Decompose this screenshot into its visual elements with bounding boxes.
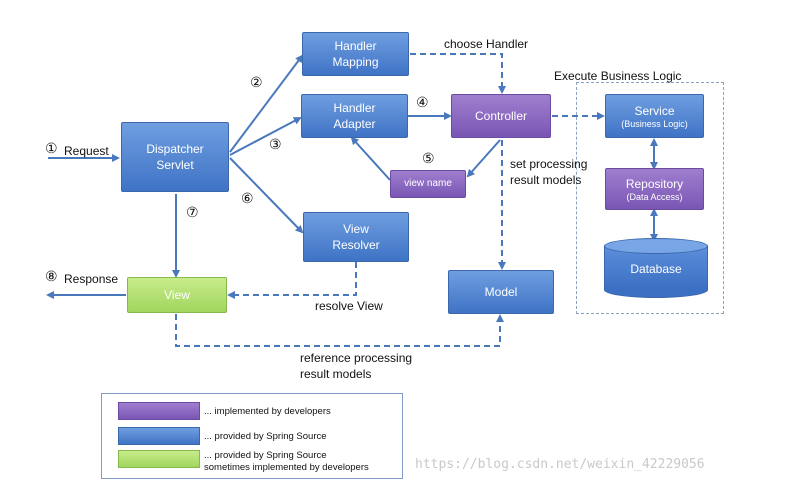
request-label: Request bbox=[64, 144, 109, 158]
legend-developers: ... implemented by developers bbox=[204, 406, 331, 417]
choose-handler-label: choose Handler bbox=[444, 37, 529, 51]
watermark: https://blog.csdn.net/weixin_42229056 bbox=[415, 457, 705, 472]
step-8: ⑧ bbox=[45, 268, 58, 284]
arrow-viewname-adapter bbox=[350, 136, 391, 181]
arrow-controller-viewname bbox=[466, 139, 501, 178]
arrow-view-model bbox=[175, 314, 504, 347]
database-label: Database bbox=[630, 262, 682, 276]
resolve-view-label: resolve View bbox=[315, 299, 383, 313]
handler-adapter-label: Handler Adapter bbox=[333, 101, 376, 131]
view-name-box: view name bbox=[390, 170, 466, 198]
view-box: View bbox=[127, 277, 227, 313]
controller-label: Controller bbox=[474, 109, 528, 123]
model-box: Model bbox=[448, 270, 554, 314]
repository-label: Repository bbox=[625, 176, 684, 191]
view-resolver-box: View Resolver bbox=[303, 212, 409, 262]
model-label: Model bbox=[484, 285, 518, 299]
handler-mapping-label: Handler Mapping bbox=[332, 39, 379, 69]
arrow-mapping-controller bbox=[410, 53, 506, 94]
set-processing-label: set processing result models bbox=[510, 157, 588, 187]
database-cylinder: Database bbox=[604, 238, 708, 298]
repository-sub-label: (Data Access) bbox=[626, 191, 683, 202]
step-6: ⑥ bbox=[241, 190, 254, 206]
arrow-to-view-resolver bbox=[229, 157, 304, 234]
response-label: Response bbox=[64, 272, 119, 286]
step-4: ④ bbox=[416, 94, 429, 110]
business-logic-group bbox=[576, 82, 724, 314]
step-2: ② bbox=[250, 74, 263, 90]
view-resolver-label: View Resolver bbox=[332, 222, 380, 252]
reference-processing-label: reference processing result models bbox=[300, 351, 413, 381]
service-label: Service bbox=[634, 103, 675, 118]
legend-swatch-green bbox=[118, 450, 200, 468]
service-sub-label: (Business Logic) bbox=[621, 118, 688, 129]
handler-mapping-box: Handler Mapping bbox=[302, 32, 409, 76]
legend-swatch-purple bbox=[118, 402, 200, 420]
repository-box: Repository (Data Access) bbox=[605, 168, 704, 210]
step-1: ① bbox=[45, 140, 58, 156]
service-box: Service (Business Logic) bbox=[605, 94, 704, 138]
view-name-label: view name bbox=[404, 178, 452, 189]
step-5: ⑤ bbox=[422, 150, 435, 166]
legend: ... implemented by developers ... provid… bbox=[101, 393, 403, 479]
step-7: ⑦ bbox=[186, 204, 199, 220]
dispatcher-servlet-label: Dispatcher Servlet bbox=[146, 142, 204, 172]
legend-swatch-blue bbox=[118, 427, 200, 445]
arrow-resolver-view bbox=[227, 262, 357, 299]
controller-box: Controller bbox=[451, 94, 551, 138]
handler-adapter-box: Handler Adapter bbox=[301, 94, 408, 138]
legend-spring: ... provided by Spring Source bbox=[204, 431, 327, 442]
legend-spring-dev: ... provided by Spring Source sometimes … bbox=[204, 450, 369, 473]
arrow-to-handler-adapter bbox=[229, 117, 302, 156]
step-3: ③ bbox=[269, 136, 282, 152]
view-label: View bbox=[164, 288, 190, 302]
dispatcher-servlet-box: Dispatcher Servlet bbox=[121, 122, 229, 192]
arrow-to-handler-mapping bbox=[229, 54, 304, 153]
execute-business-logic-label: Execute Business Logic bbox=[554, 69, 682, 83]
